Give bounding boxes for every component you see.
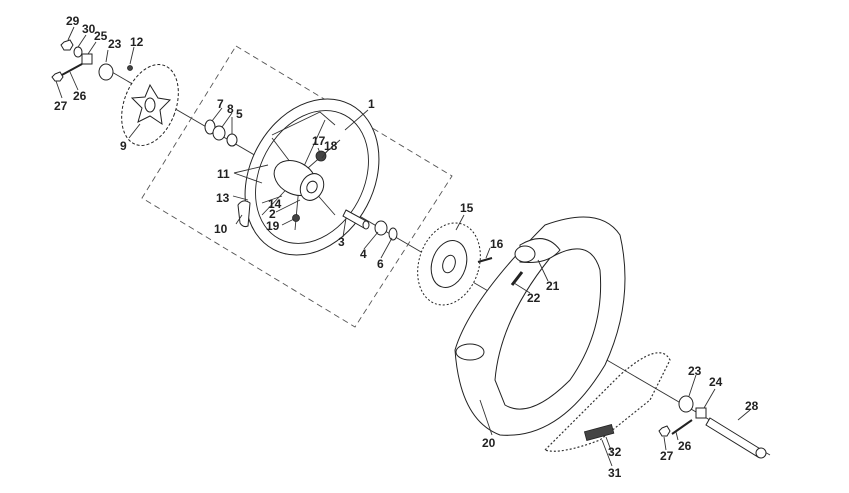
label-16: 16	[490, 237, 504, 251]
label-4: 4	[360, 247, 367, 261]
label-25: 25	[94, 29, 108, 43]
tyre	[454, 216, 626, 436]
label-1: 1	[368, 97, 375, 111]
label-3: 3	[338, 235, 345, 249]
leader-lines	[55, 26, 751, 467]
label-26-right: 26	[678, 439, 692, 453]
label-5: 5	[236, 107, 243, 121]
drive-chain	[543, 352, 671, 452]
disc-bolt	[127, 65, 133, 71]
chain-adjuster-left	[98, 63, 114, 81]
label-19: 19	[266, 219, 280, 233]
tube-valve	[510, 271, 524, 286]
label-23-right: 23	[688, 364, 702, 378]
adjuster-plate-right	[695, 407, 707, 419]
label-30: 30	[82, 22, 96, 36]
axle-spacer	[342, 209, 370, 230]
bearing-right	[374, 220, 388, 236]
label-9: 9	[120, 139, 127, 153]
seal-right	[388, 227, 398, 241]
seal-left	[212, 125, 226, 141]
adjuster-bolt-right	[671, 419, 693, 435]
rear-sprocket	[417, 222, 481, 306]
label-14: 14	[268, 197, 282, 211]
master-link	[583, 424, 615, 441]
label-31: 31	[608, 466, 622, 480]
rim-lock	[237, 200, 251, 228]
label-15: 15	[460, 201, 474, 215]
label-12: 12	[130, 35, 144, 49]
label-28: 28	[745, 399, 759, 413]
label-8: 8	[227, 102, 234, 116]
label-27-right: 27	[660, 449, 674, 463]
label-6: 6	[377, 257, 384, 271]
wheel-assembly-boundary	[141, 45, 453, 328]
label-21: 21	[546, 279, 560, 293]
label-24: 24	[709, 375, 723, 389]
adjuster-bolt-left	[59, 63, 83, 77]
hub-and-spokes	[261, 119, 341, 231]
bearing-left	[204, 119, 216, 135]
label-27-left: 27	[54, 99, 68, 113]
label-2: 2	[269, 207, 276, 221]
adjuster-nut-right	[658, 425, 671, 437]
label-18: 18	[324, 139, 338, 153]
washer-left	[73, 46, 83, 58]
adjuster-plate-left	[81, 53, 93, 65]
sprocket-bolt	[477, 257, 493, 263]
spacer-left	[226, 133, 238, 147]
label-7: 7	[217, 97, 224, 111]
label-23-left: 23	[108, 37, 122, 51]
label-29: 29	[66, 14, 80, 28]
inner-tube	[514, 238, 561, 263]
brake-disc	[121, 64, 179, 146]
label-11: 11	[217, 167, 230, 181]
rear-axle	[705, 417, 767, 459]
label-10: 10	[214, 222, 228, 236]
label-26-left: 26	[73, 89, 87, 103]
adjuster-nut-left	[51, 71, 64, 82]
chain-adjuster-right	[678, 395, 694, 413]
label-13: 13	[216, 191, 230, 205]
label-17: 17	[312, 134, 326, 148]
axle-nut-left	[60, 39, 74, 51]
label-20: 20	[482, 436, 496, 450]
label-32: 32	[608, 445, 622, 459]
label-22: 22	[527, 291, 541, 305]
